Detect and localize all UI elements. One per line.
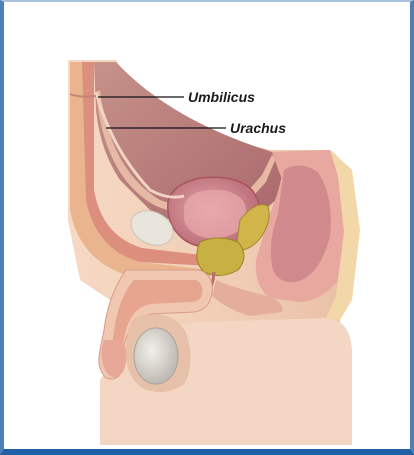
umbilicus-label: Umbilicus [188,89,255,105]
testis [134,328,178,384]
prostate [197,238,244,276]
bladder-mucosa [184,190,246,239]
urachus-label: Urachus [230,120,286,136]
